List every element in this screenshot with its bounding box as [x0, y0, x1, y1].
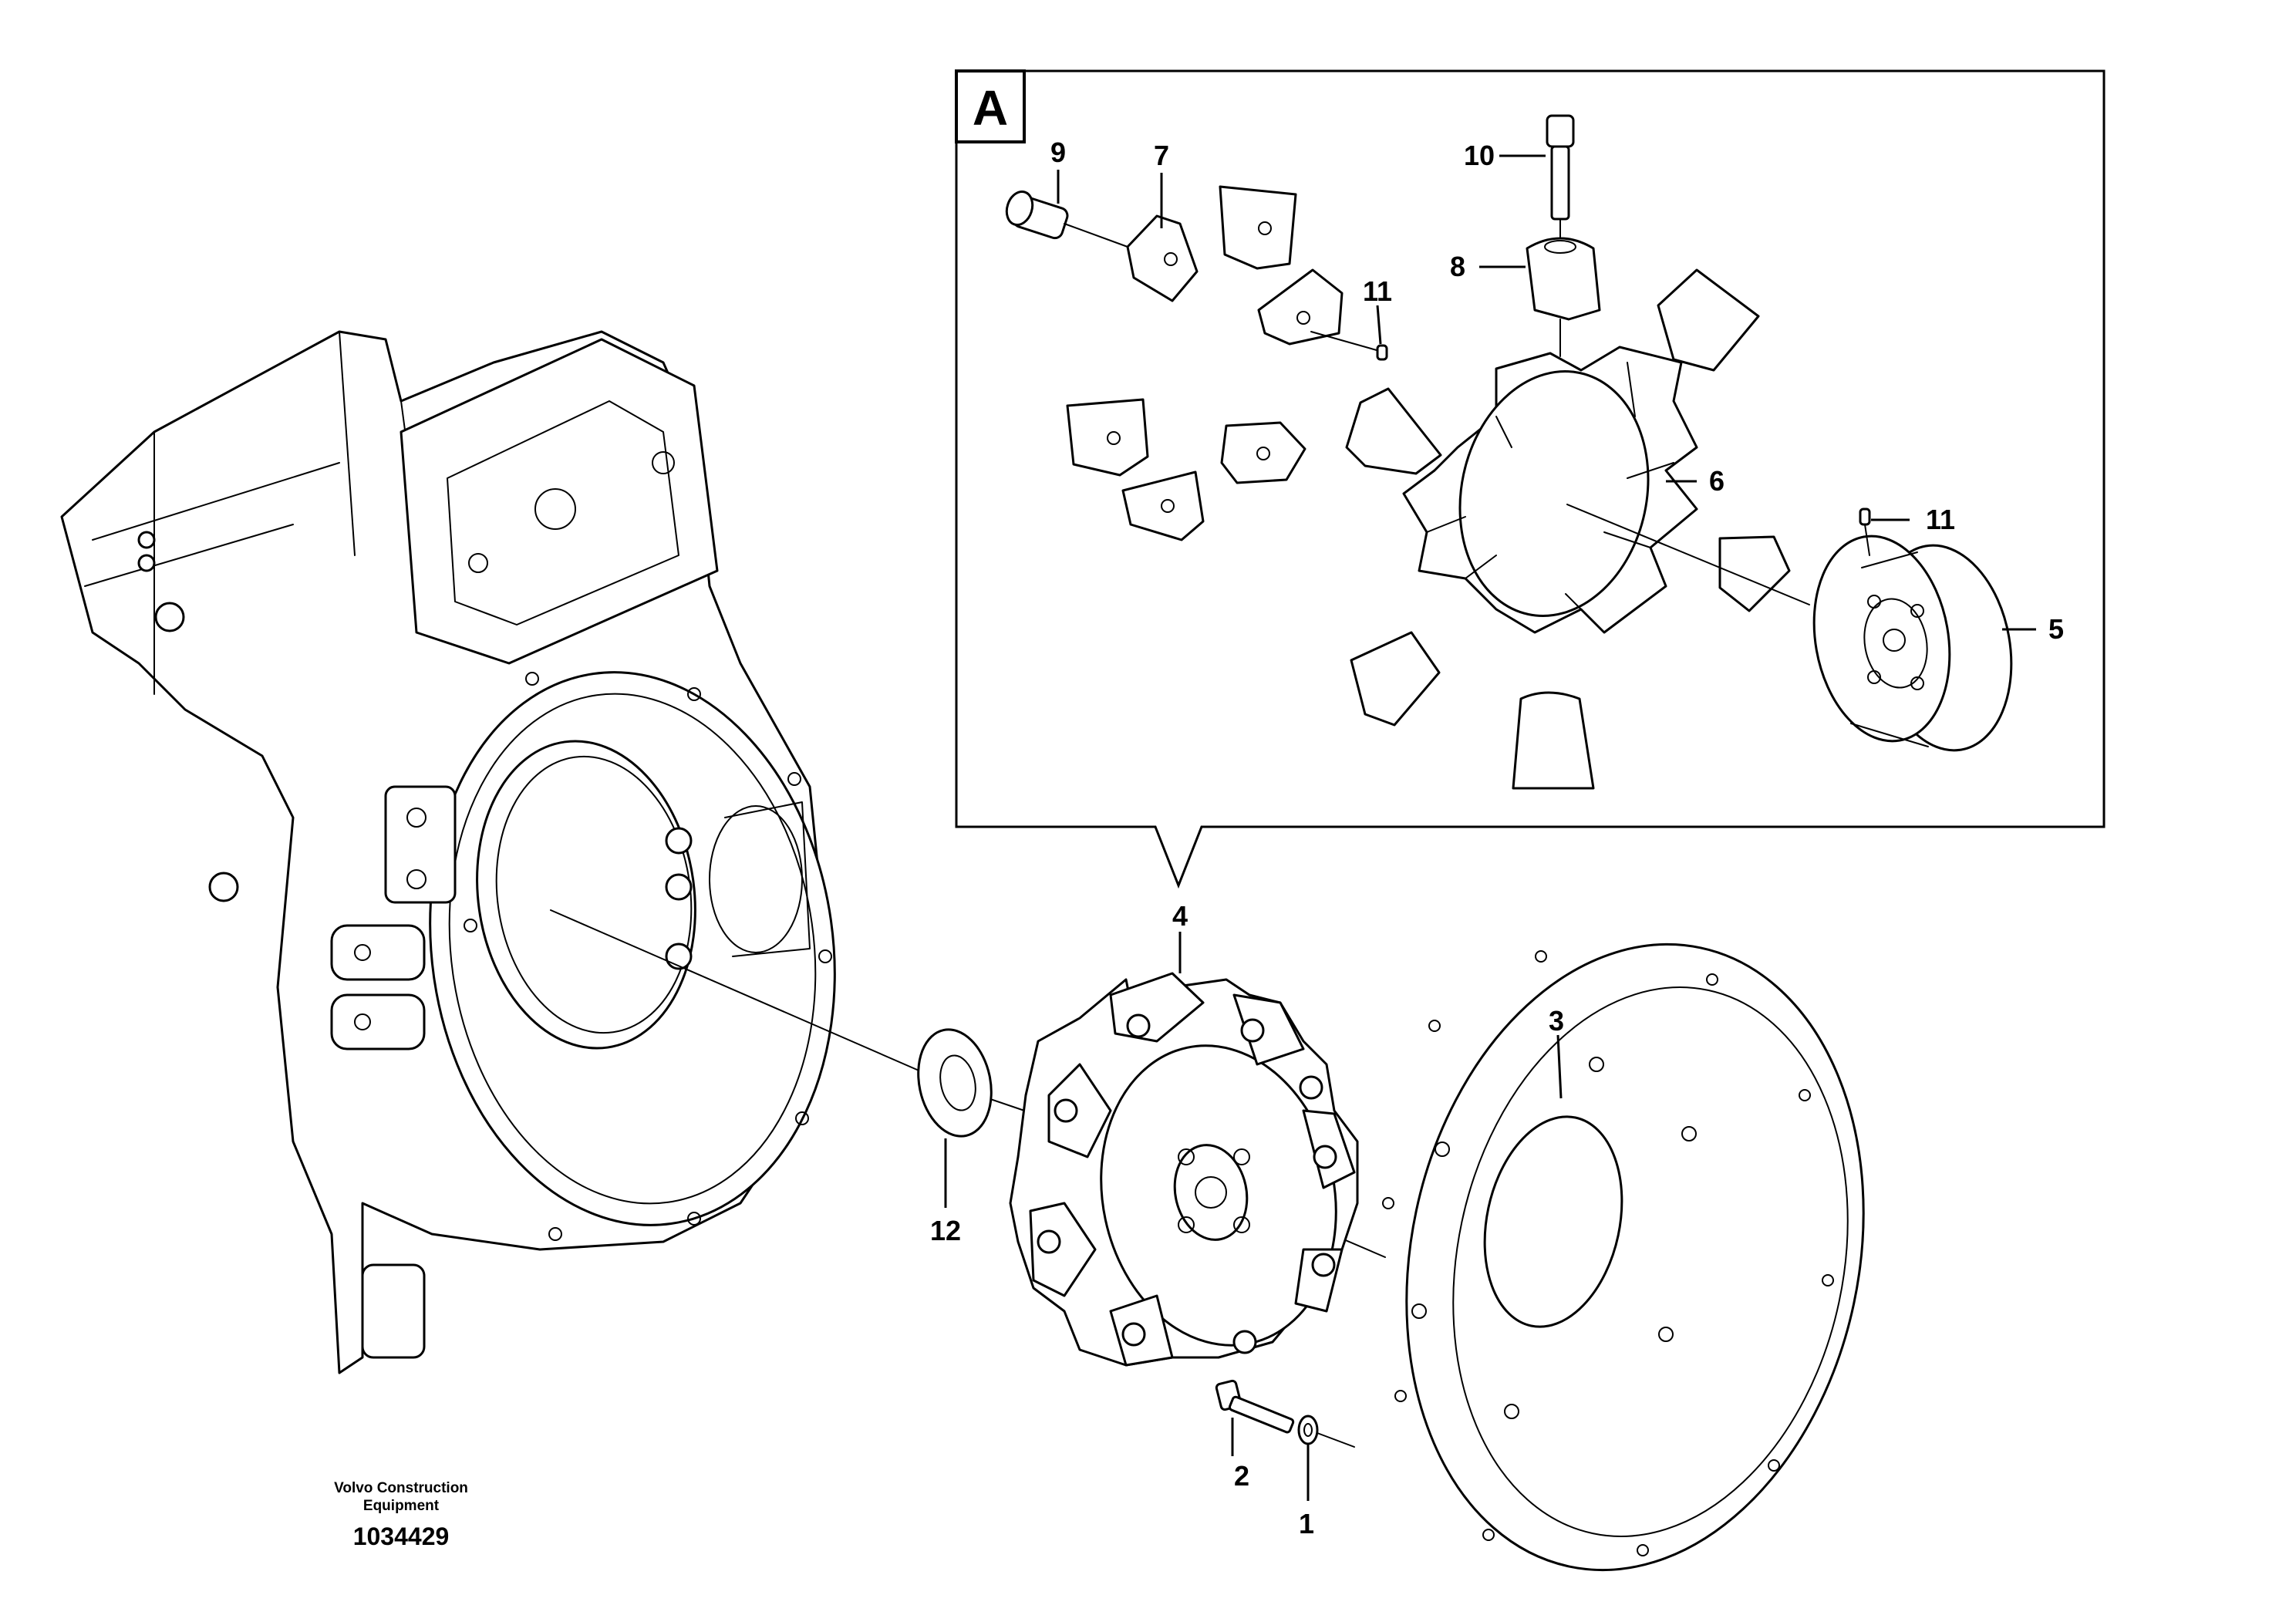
- inset-detail-a: A: [955, 69, 2106, 889]
- clamp-bracket: [1121, 470, 1205, 541]
- callout-labels-inset: 9 7 10 8 11 6 11 5: [1050, 137, 2064, 645]
- engine-flywheel-housing: [60, 330, 836, 1374]
- callout-number: 10: [1464, 140, 1495, 171]
- callout-labels-main: 4 3 12 2 1: [930, 900, 1564, 1539]
- callout-number: 9: [1050, 137, 1066, 168]
- rubber-block: [1345, 387, 1442, 475]
- pin: [1310, 331, 1388, 361]
- callout-number: 1: [1299, 1508, 1314, 1539]
- callout-number: 11: [1926, 504, 1955, 535]
- drawing-number: 1034429: [352, 1523, 450, 1550]
- inset-label-letter: A: [973, 80, 1008, 136]
- pin: [1859, 508, 1871, 556]
- coupling-hub: [1812, 534, 2013, 752]
- bushing: [1526, 237, 1601, 357]
- cap-screw: [1546, 114, 1575, 241]
- callout-number: 4: [1172, 900, 1188, 932]
- seal-ring: [917, 1028, 993, 1138]
- hex-bolt: [1215, 1379, 1295, 1434]
- clamp-bracket: [1220, 421, 1306, 484]
- washer: [1297, 1415, 1355, 1448]
- callout-number: 8: [1450, 251, 1465, 282]
- rubber-block: [1718, 535, 1791, 612]
- callout-number: 12: [930, 1215, 961, 1246]
- callout-number: 3: [1549, 1005, 1564, 1037]
- inset-label-box: [955, 69, 1026, 143]
- clamp-bracket: [1126, 214, 1199, 302]
- callout-number: 6: [1709, 465, 1725, 497]
- elastic-element-ring: [1402, 346, 1698, 634]
- manufacturer-line-2: Equipment: [362, 1498, 440, 1514]
- callout-number: 11: [1363, 275, 1392, 307]
- callout-number: 2: [1234, 1460, 1249, 1492]
- clamp-bracket: [1219, 185, 1297, 270]
- rubber-block: [1657, 268, 1760, 372]
- socket-head-screw: [1005, 191, 1128, 248]
- assembly-axis-main: [550, 909, 923, 1073]
- callout-number: 5: [2048, 613, 2064, 645]
- manufacturer-line-1: Volvo Construction: [334, 1480, 468, 1496]
- clamp-bracket: [1066, 398, 1149, 477]
- assembly-axis-line: [1566, 504, 1810, 605]
- clamp-bracket: [1257, 268, 1344, 346]
- flexible-coupling: [1009, 972, 1359, 1367]
- flywheel-flange-plate: [1382, 943, 1865, 1572]
- callout-number: 7: [1154, 140, 1169, 171]
- rubber-block: [1512, 691, 1595, 790]
- rubber-block: [1350, 631, 1441, 727]
- manufacturer-caption: Volvo Construction Equipment: [293, 1479, 509, 1515]
